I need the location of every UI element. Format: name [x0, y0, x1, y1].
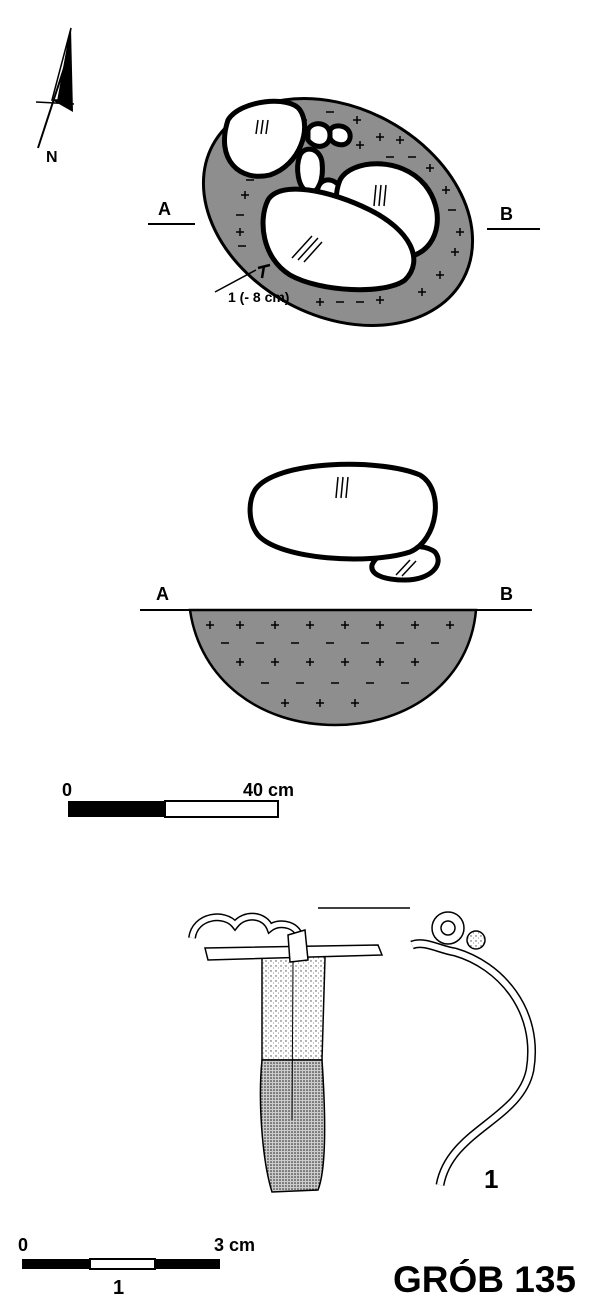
find-depth-label: 1 (- 8 cm)	[228, 289, 289, 305]
section-label-a: A	[158, 199, 171, 219]
find-marker-icon	[257, 263, 271, 279]
scale-start: 0	[18, 1235, 28, 1255]
section-label-b: B	[500, 584, 513, 604]
scale-bar-grave	[68, 800, 279, 818]
stone	[260, 186, 417, 293]
north-label: N	[46, 149, 58, 166]
scale-bar-artifact	[22, 1258, 220, 1270]
fibula-front-view	[188, 912, 384, 1193]
section-label-a: A	[156, 584, 169, 604]
scale-number: 1	[113, 1277, 124, 1299]
fill-marks	[206, 621, 454, 707]
scale-end: 3 cm	[214, 1235, 255, 1255]
stone	[221, 98, 307, 179]
fill-marks	[236, 111, 464, 306]
grave-section	[140, 461, 532, 727]
fibula-side-view	[410, 911, 536, 1187]
stone	[247, 461, 438, 562]
scale-start: 0	[62, 780, 72, 800]
stone	[305, 121, 333, 149]
pit-section	[188, 608, 478, 727]
grave-plan	[148, 97, 540, 327]
north-arrow-icon	[35, 27, 75, 149]
scale-end: 40 cm	[243, 780, 294, 800]
stone	[327, 123, 353, 148]
page-title: GRÓB 135	[393, 1258, 576, 1300]
artifact-number: 1	[484, 1164, 498, 1194]
section-label-b: B	[500, 204, 513, 224]
